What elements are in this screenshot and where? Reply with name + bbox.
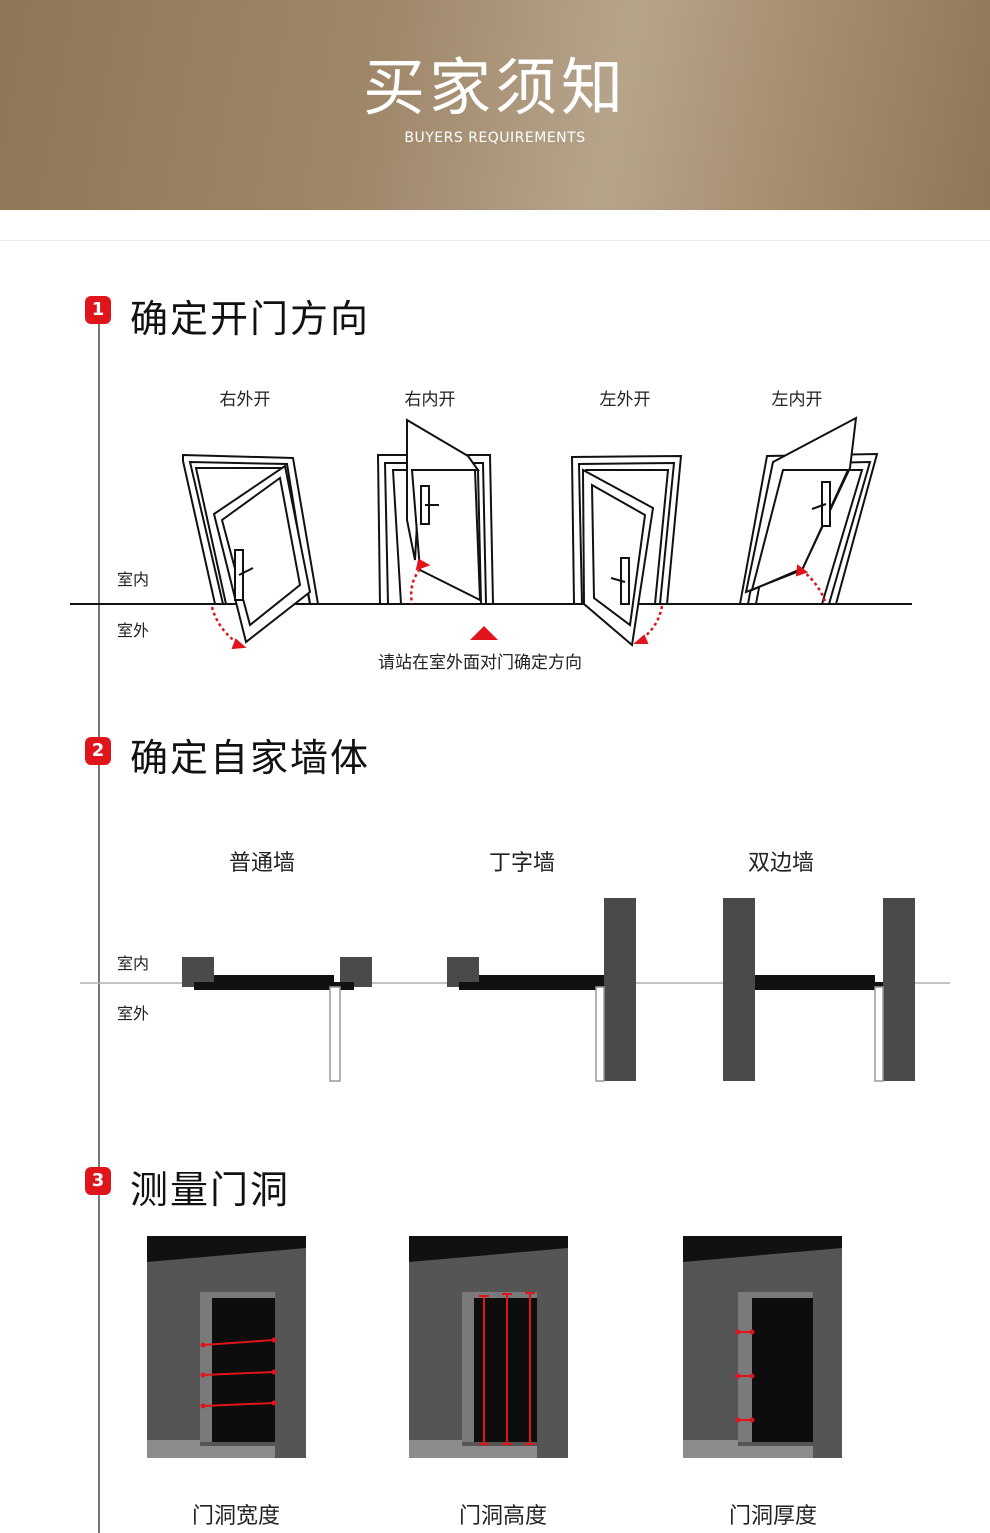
door-diagram-right-out [182, 453, 320, 650]
wall-diagram-normal [182, 957, 372, 1082]
section-3-title: 测量门洞 [130, 1168, 291, 1212]
divider [0, 240, 990, 241]
header-title: 买家须知 [362, 51, 627, 124]
wall-label-normal: 普通墙 [228, 851, 295, 876]
header-banner: 买家须知 BUYERS REQUIREMENTS [0, 0, 990, 210]
section-3-badge: 3 [85, 1167, 111, 1195]
s2-outdoor-label: 室外 [117, 1004, 150, 1023]
wall-diagram-t [447, 898, 636, 1082]
door-label-right-in: 右内开 [404, 390, 456, 410]
measure-label-height: 门洞高度 [458, 1504, 547, 1529]
door-label-left-in: 左内开 [771, 390, 823, 410]
header-subtitle: BUYERS REQUIREMENTS [404, 130, 586, 146]
wall-label-t: 丁字墙 [488, 851, 555, 876]
door-diagram-left-in [738, 416, 879, 605]
measure-panel-depth [683, 1236, 842, 1458]
section-1-badge: 1 [85, 296, 111, 324]
door-label-left-out: 左外开 [599, 390, 651, 410]
s2-indoor-label: 室内 [117, 954, 150, 973]
measure-label-depth: 门洞厚度 [728, 1504, 817, 1529]
wall-label-double: 双边墙 [747, 851, 814, 876]
measure-panel-height [409, 1236, 568, 1458]
section-2-badge: 2 [85, 737, 111, 765]
door-direction-note: 请站在室外面对门确定方向 [378, 653, 582, 673]
wall-diagram-double [723, 898, 915, 1082]
measure-label-width: 门洞宽度 [191, 1504, 280, 1529]
door-diagram-right-in [376, 418, 495, 605]
s1-indoor-label: 室内 [117, 570, 150, 589]
timeline-line [98, 297, 100, 1533]
section-2-title: 确定自家墙体 [130, 736, 371, 780]
stand-here-marker [470, 626, 498, 640]
s1-outdoor-label: 室外 [117, 621, 150, 640]
section-1-title: 确定开门方向 [130, 297, 371, 341]
measure-panel-width [147, 1236, 306, 1458]
door-label-right-out: 右外开 [219, 390, 271, 410]
door-diagram-left-out [570, 454, 683, 647]
